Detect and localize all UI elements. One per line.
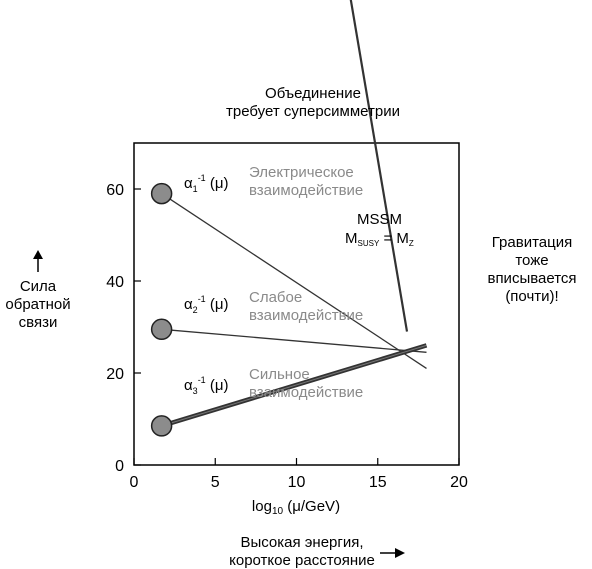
weak-label-line-1: Слабое bbox=[249, 289, 302, 306]
energy-note: Высокая энергия, короткое расстояние bbox=[229, 534, 405, 569]
y-axis-label: Сила обратной связи bbox=[5, 250, 71, 331]
marker-strong bbox=[150, 415, 173, 437]
x-tick-label: 5 bbox=[211, 474, 220, 491]
y-tick-label: 60 bbox=[106, 182, 124, 199]
alpha2-label: α2-1 (μ) bbox=[184, 294, 229, 315]
x-axis-ticks: 0 5 10 15 20 bbox=[130, 458, 468, 491]
y-axis-ticks: 0 20 40 60 bbox=[106, 182, 141, 475]
y-arrow-head-icon bbox=[33, 250, 43, 259]
gravity-note-line-2: тоже bbox=[515, 252, 548, 269]
energy-note-line-2: короткое расстояние bbox=[229, 552, 375, 569]
series-line-strong-highlight bbox=[161, 344, 427, 427]
gravity-note: Гравитация тоже вписывается (почти)! bbox=[487, 234, 576, 305]
start-markers bbox=[150, 182, 173, 437]
series-lines bbox=[160, 0, 428, 429]
series-line-gravity bbox=[349, 0, 409, 332]
unification-note-line-2: требует суперсимметрии bbox=[226, 103, 400, 120]
gravity-note-line-3: вписывается bbox=[487, 270, 576, 287]
y-label-line-1: Сила bbox=[20, 278, 57, 295]
msusy-equation: MSUSY = MZ bbox=[345, 230, 414, 248]
gravity-note-line-1: Гравитация bbox=[492, 234, 572, 251]
x-label-sub: 10 bbox=[272, 506, 284, 517]
mssm-label: MSSM bbox=[357, 211, 402, 228]
energy-arrow-head-icon bbox=[395, 548, 405, 558]
marker-weak bbox=[150, 318, 173, 341]
y-tick-label: 0 bbox=[115, 458, 124, 475]
strong-label-line-2: взаимодействие bbox=[249, 384, 363, 401]
series-line-electric bbox=[161, 193, 427, 369]
series-line-weak bbox=[161, 328, 427, 353]
x-tick-label: 15 bbox=[369, 474, 387, 491]
x-tick-label: 10 bbox=[288, 474, 306, 491]
strong-label-line-1: Сильное bbox=[249, 366, 310, 383]
em-label-line-1: Электрическое bbox=[249, 164, 354, 181]
x-label-rest: (μ/GeV) bbox=[283, 498, 340, 515]
x-axis-label: log10 (μ/GeV) bbox=[252, 498, 340, 517]
y-label-line-2: обратной bbox=[5, 296, 70, 313]
alpha1-label: α1-1 (μ) bbox=[184, 173, 229, 194]
alpha3-label: α3-1 (μ) bbox=[184, 375, 229, 396]
unification-note-line-1: Объединение bbox=[265, 85, 361, 102]
gravity-note-line-4: (почти)! bbox=[505, 288, 558, 305]
weak-label-line-2: взаимодействие bbox=[249, 307, 363, 324]
y-tick-label: 20 bbox=[106, 366, 124, 383]
x-label-log: log bbox=[252, 498, 272, 515]
marker-electric bbox=[150, 182, 173, 205]
x-tick-label: 20 bbox=[450, 474, 468, 491]
em-label-line-2: взаимодействие bbox=[249, 182, 363, 199]
y-tick-label: 40 bbox=[106, 274, 124, 291]
y-label-line-3: связи bbox=[19, 314, 58, 331]
energy-note-line-1: Высокая энергия, bbox=[240, 534, 363, 551]
x-tick-label: 0 bbox=[130, 474, 139, 491]
